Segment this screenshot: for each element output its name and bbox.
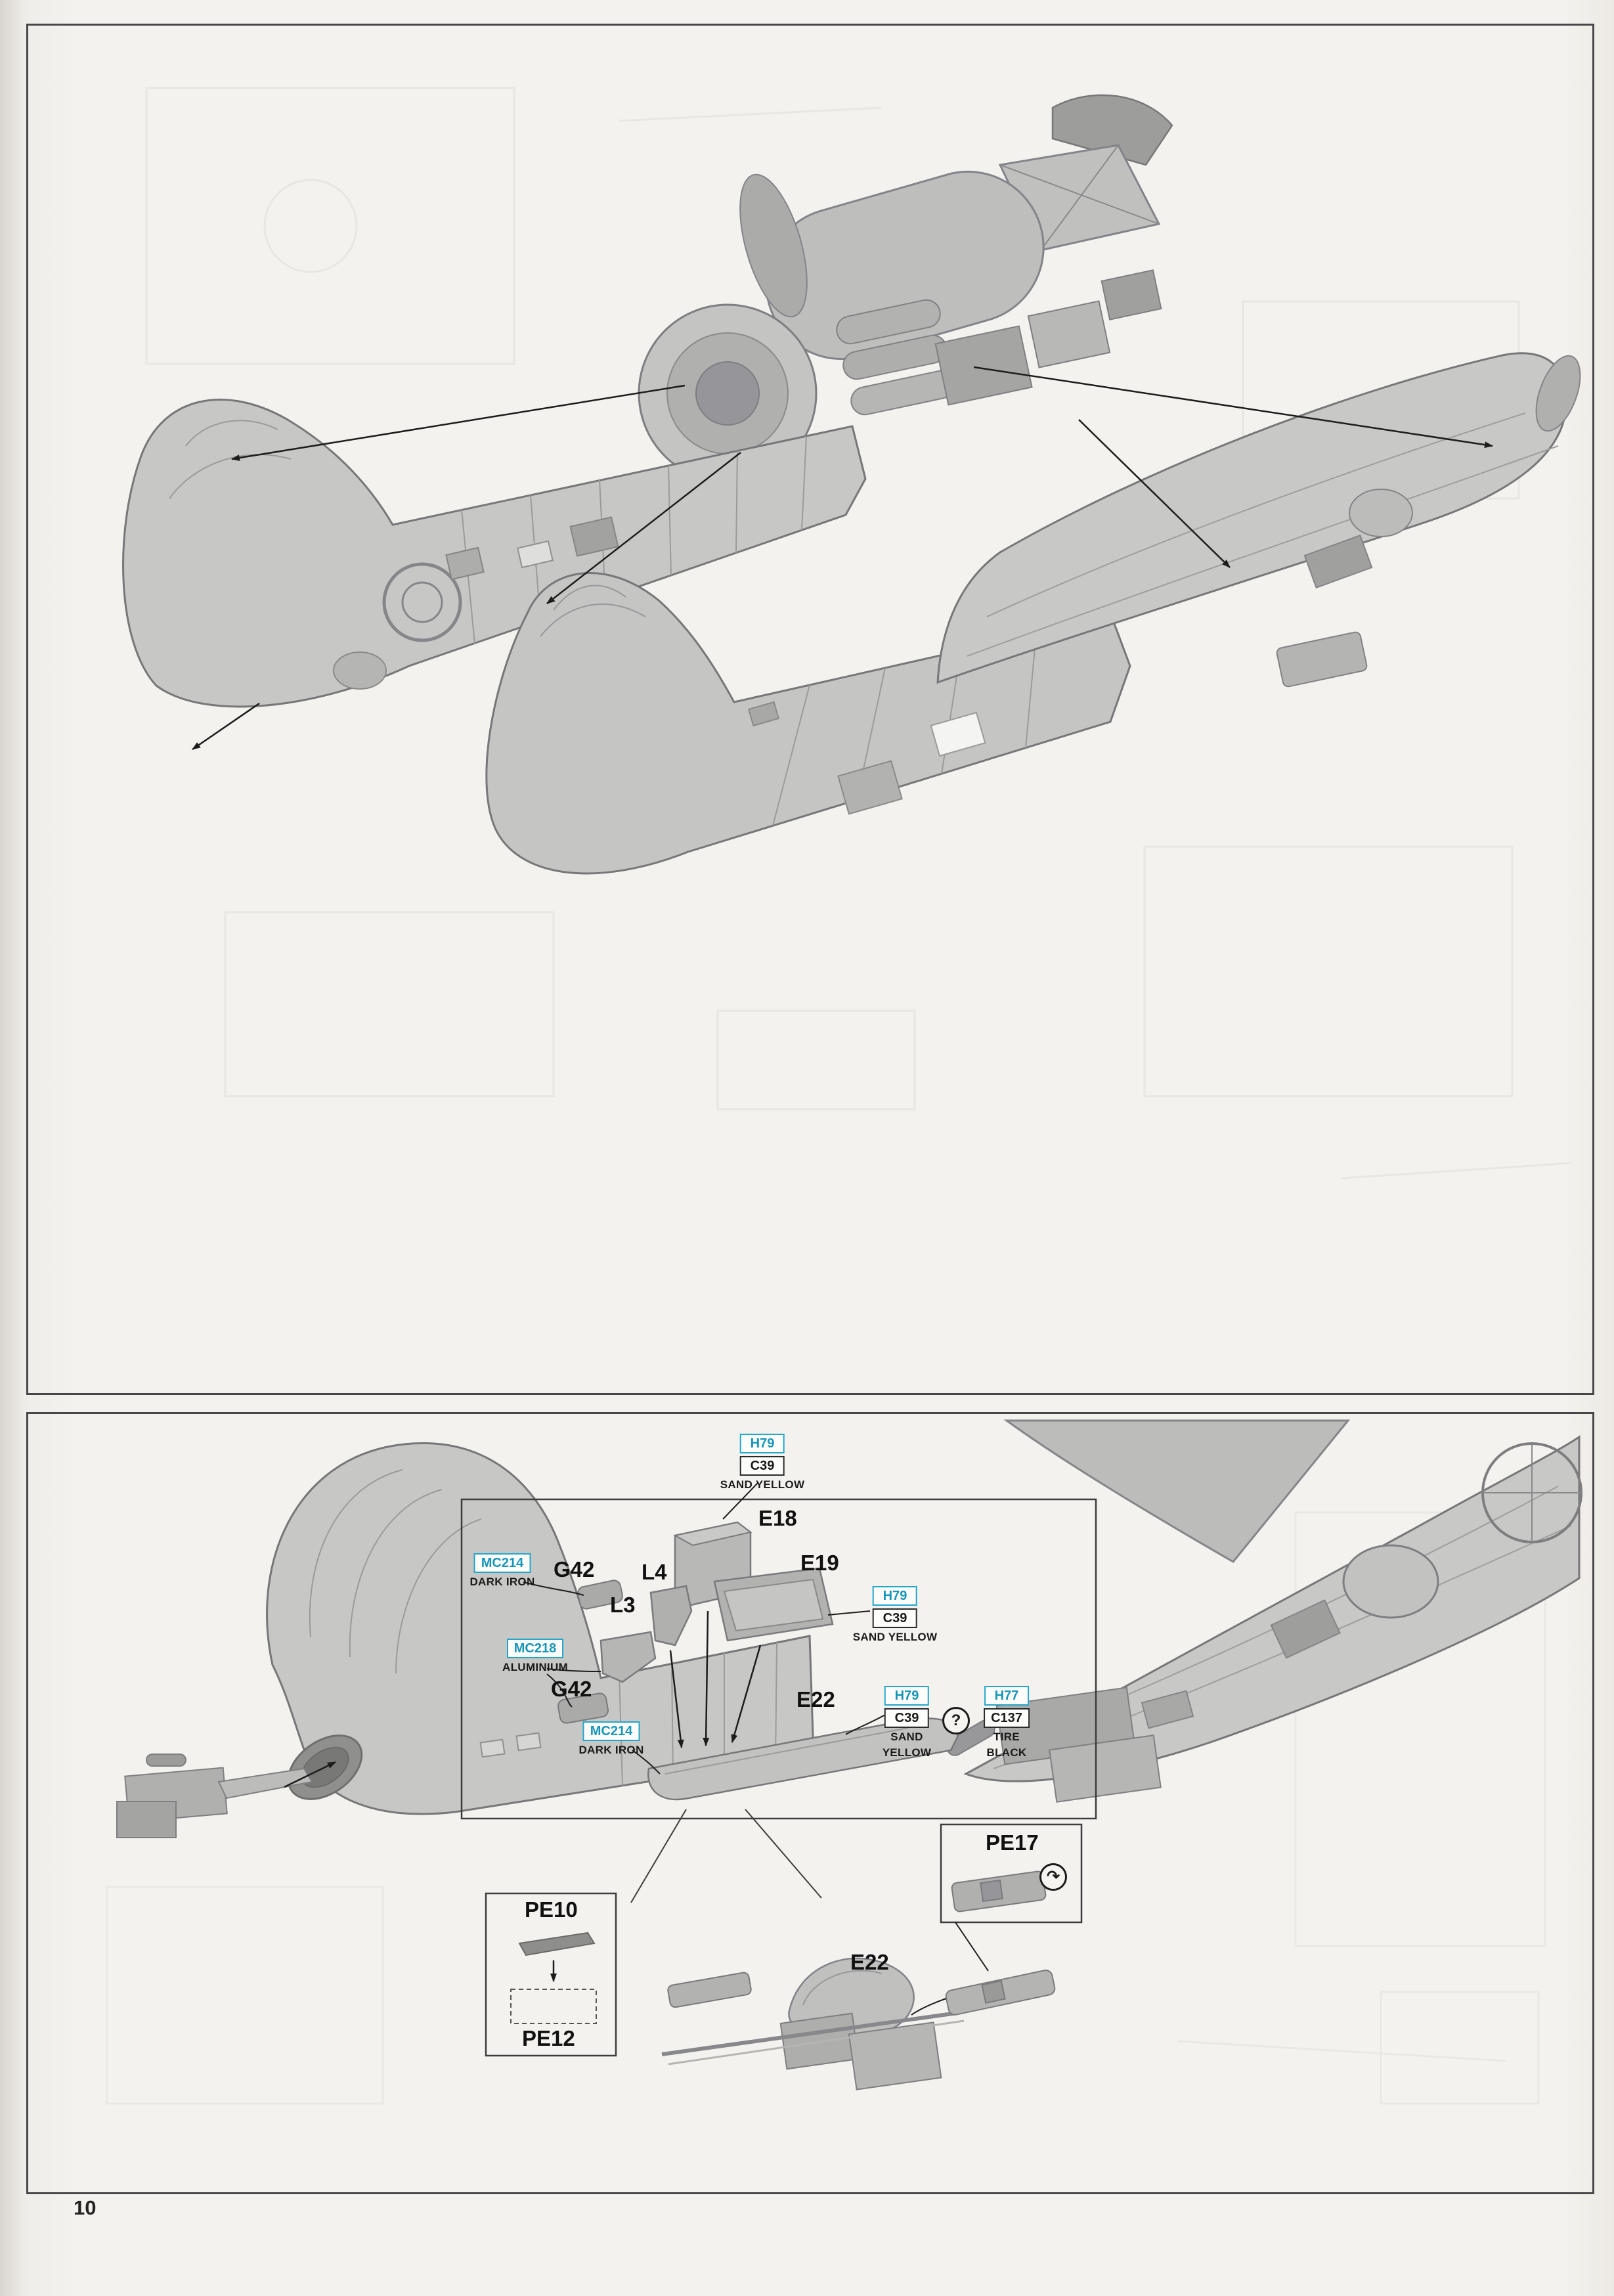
left-fuselage-half-drawing <box>122 399 867 708</box>
assembly-direction-arrows <box>192 366 1493 751</box>
bend-part-icon: ↷ <box>1039 1863 1067 1891</box>
part-label-pe10: PE10 <box>525 1897 578 1922</box>
mr-color-code: C39 <box>884 1708 929 1728</box>
paint-callout-dark-iron-1: MC214 DARK IRON <box>469 1553 534 1589</box>
mr-color-code: C39 <box>739 1456 785 1476</box>
forward-fuselage-half-drawing <box>936 352 1581 688</box>
paint-callout-aluminium: MC218 ALUMINIUM <box>502 1639 568 1674</box>
paint-callout-sand-yellow-1: H79 C39 SAND YELLOW <box>720 1434 805 1491</box>
part-label-l4: L4 <box>642 1560 667 1584</box>
part-label-g42-lower: G42 <box>551 1677 592 1701</box>
part-label-e22-enlarged: E22 <box>850 1950 889 1974</box>
metal-color-code: MC218 <box>506 1639 564 1658</box>
paint-callout-dark-iron-2: MC214 DARK IRON <box>578 1721 643 1757</box>
part-label-e18: E18 <box>758 1506 797 1530</box>
page-number: 10 <box>74 2196 97 2219</box>
paint-name-line1: TIRE <box>993 1731 1020 1743</box>
tailwheel-parts-drawing <box>116 1754 336 1838</box>
part-label-l3: L3 <box>610 1593 636 1617</box>
part-label-e22-inset: E22 <box>796 1687 835 1711</box>
interior-assembly-drawing <box>638 94 1173 483</box>
tail-fin-right-drawing <box>946 1419 1582 1803</box>
part-label-g42-upper: G42 <box>554 1557 595 1581</box>
part-label-pe12: PE12 <box>522 2026 575 2050</box>
mr-color-code: C39 <box>872 1608 917 1628</box>
paint-name: SAND YELLOW <box>852 1631 938 1643</box>
mr-color-code: C137 <box>984 1708 1030 1728</box>
paint-name: SAND YELLOW <box>720 1478 805 1491</box>
fuselage-exploded-view-drawing <box>122 87 1581 1180</box>
part-label-pe17: PE17 <box>986 1830 1039 1855</box>
paint-name: DARK IRON <box>578 1744 644 1756</box>
paint-name: DARK IRON <box>469 1576 535 1588</box>
metal-color-code: MC214 <box>582 1721 640 1741</box>
paint-name-line2: YELLOW <box>882 1746 932 1759</box>
aqueous-code: H77 <box>984 1686 1029 1706</box>
paint-callout-sand-yellow-2: H79 C39 SAND YELLOW <box>853 1586 938 1644</box>
fuselage-assembly-panel <box>26 24 1594 1395</box>
detail-parts-drawing <box>523 1482 959 1801</box>
paint-name: ALUMINIUM <box>502 1661 568 1673</box>
tail-detail-panel: H79 C39 SAND YELLOW E18 E19 MC214 DARK I… <box>26 1412 1594 2194</box>
right-fuselage-half-outer-drawing <box>485 572 1131 875</box>
part-label-e19: E19 <box>800 1551 839 1575</box>
aqueous-code: H79 <box>884 1686 929 1706</box>
optional-choice-icon: ? <box>942 1707 970 1734</box>
print-bleed-ghost <box>106 1511 1546 2105</box>
aqueous-code: H79 <box>872 1586 917 1606</box>
metal-color-code: MC214 <box>473 1553 531 1573</box>
paint-name-line1: SAND <box>890 1731 923 1743</box>
print-bleed-ghost <box>145 87 1572 1180</box>
paint-name-line2: BLACK <box>986 1746 1027 1759</box>
tail-detail-drawing <box>106 1419 1582 2105</box>
enlarged-detail-drawing <box>485 1823 1083 2090</box>
detail-inset-box <box>460 1498 1097 1903</box>
paint-callout-sand-yellow-3: H79 C39 SAND YELLOW <box>883 1686 932 1759</box>
aqueous-code: H79 <box>739 1434 785 1453</box>
paint-callout-tire-black: H77 C137 TIRE BLACK <box>984 1686 1030 1759</box>
